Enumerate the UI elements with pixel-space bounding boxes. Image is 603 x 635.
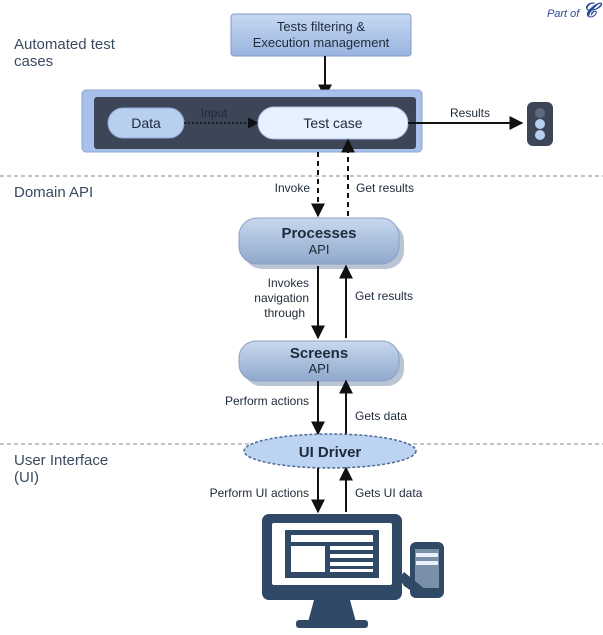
phone-icon (401, 542, 444, 598)
test-case-label: Test case (303, 115, 362, 131)
layer-label-ui: User Interface (UI) (14, 452, 109, 486)
tests-filtering-box: Tests filtering & Execution management (230, 13, 412, 57)
tests-filtering-line2: Execution management (253, 35, 390, 50)
brand-prefix: Part of (546, 8, 580, 20)
invoke-label: Invoke (275, 181, 311, 195)
layer-label-automated: Automated test cases (14, 36, 115, 70)
get-results-label-1: Get results (356, 181, 414, 195)
test-case-node: Test case (257, 106, 409, 140)
layer-label-domain-api: Domain API (14, 184, 94, 201)
screens-api-node: Screens API (238, 340, 404, 386)
perform-ui-actions-label: Perform UI actions (210, 486, 309, 500)
perform-actions-label: Perform actions (225, 394, 309, 408)
screens-title: Screens (290, 345, 348, 362)
data-node: Data (107, 107, 185, 139)
input-label: Input (201, 106, 228, 120)
get-results-label-2: Get results (355, 289, 413, 303)
processes-sub: API (309, 242, 330, 257)
brand-logo-icon: 𝒞 (582, 0, 597, 22)
tests-filtering-line1: Tests filtering & (277, 19, 365, 34)
invokes-label-line3: through (264, 306, 305, 320)
processes-title: Processes (281, 225, 356, 242)
data-label: Data (131, 115, 161, 131)
gets-data-label: Gets data (355, 409, 407, 423)
results-label: Results (450, 106, 490, 120)
traffic-light-icon (527, 102, 553, 146)
brand-mark: Part of 𝒞 (547, 0, 597, 23)
ui-driver-label: UI Driver (299, 444, 362, 461)
invokes-label-line1: Invokes (268, 276, 309, 290)
screens-sub: API (309, 361, 330, 376)
processes-api-node: Processes API (238, 217, 404, 269)
gets-ui-data-label: Gets UI data (355, 486, 423, 500)
ui-driver-node: UI Driver (243, 433, 417, 469)
monitor-icon (262, 514, 402, 628)
invokes-label-line2: navigation (254, 291, 309, 305)
